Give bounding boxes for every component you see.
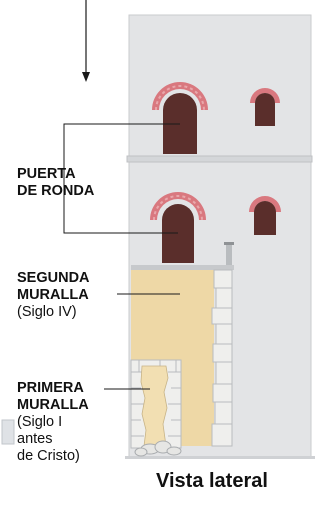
caption-vista-lateral: Vista lateral — [156, 470, 268, 492]
window-upper-small — [250, 88, 280, 126]
label-puerta-ronda: PUERTA DE RONDA — [17, 166, 95, 199]
marker — [1, 419, 15, 445]
label-primera-muralla: PRIMERA MURALLA (Siglo I antes de Cristo… — [17, 380, 89, 464]
leader-lines — [63, 123, 180, 390]
primera-muralla-wall — [130, 359, 182, 457]
window-lower-small — [249, 196, 281, 235]
direction-arrow — [82, 0, 90, 82]
floor-ledge — [126, 155, 313, 163]
post — [226, 243, 232, 269]
ground-line — [125, 456, 315, 459]
label-segunda-muralla: SEGUNDA MURALLA (Siglo IV) — [17, 270, 90, 320]
